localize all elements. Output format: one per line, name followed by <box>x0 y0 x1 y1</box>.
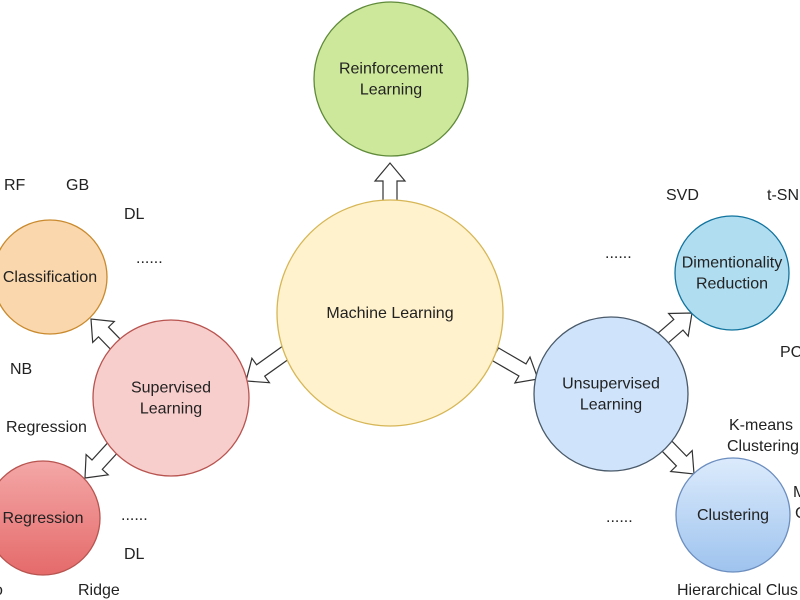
node-classification: Classification <box>0 219 108 335</box>
node-supervised-circle <box>92 319 250 477</box>
node-regression: Regression <box>0 460 101 576</box>
algorithm-labels: RF GB DL ...... NB Regression ...... DL … <box>0 177 800 599</box>
label-ridge: Ridge <box>78 582 120 599</box>
label-gb: GB <box>66 177 89 194</box>
label-dots-classification: ...... <box>136 250 163 267</box>
label-kmeans-line2: Clustering <box>727 438 799 455</box>
label-m-line1: M <box>793 484 800 501</box>
label-dots-regression: ...... <box>121 507 148 524</box>
node-regression-circle <box>0 460 101 576</box>
node-reinforcement-circle <box>313 1 469 157</box>
label-tsne: t-SN <box>767 187 799 204</box>
label-m-line2: C <box>795 505 800 522</box>
label-dots-dim-reduction: ...... <box>605 245 632 262</box>
label-nb: NB <box>10 361 32 378</box>
label-hierarchical: Hierarchical Clus <box>677 582 798 599</box>
label-rf: RF <box>4 177 26 194</box>
label-kmeans-line1: K-means <box>729 417 793 434</box>
node-regression-label: Regression <box>3 510 84 527</box>
node-machine-learning-label: Machine Learning <box>326 305 453 322</box>
arrow-unsupervised-to-dim-reduction <box>656 312 693 346</box>
node-unsupervised-circle <box>533 316 689 472</box>
node-clustering-circle <box>675 457 791 573</box>
node-machine-learning: Machine Learning <box>276 199 504 427</box>
label-regression-algorithm: Regression <box>6 419 87 436</box>
node-classification-circle <box>0 219 108 335</box>
label-dots-clustering: ...... <box>606 509 633 526</box>
label-pca: PC <box>780 344 800 361</box>
node-clustering-label: Clustering <box>697 507 769 524</box>
label-dl-classification: DL <box>124 206 145 223</box>
label-svd: SVD <box>666 187 699 204</box>
arrow-ml-to-unsupervised <box>490 347 539 384</box>
label-cut-o: o <box>0 582 3 599</box>
arrow-ml-to-reinforcement <box>373 162 407 203</box>
node-machine-learning-circle <box>276 199 504 427</box>
label-dl-regression: DL <box>124 546 145 563</box>
node-classification-label: Classification <box>3 269 97 286</box>
node-dim-reduction-circle <box>674 215 790 331</box>
node-clustering: Clustering <box>675 457 791 573</box>
